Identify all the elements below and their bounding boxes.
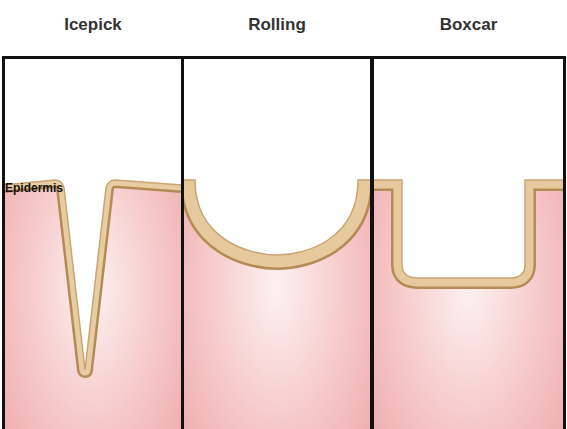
- rolling-scar: [182, 57, 372, 429]
- panel-heading: Icepick: [5, 15, 181, 35]
- icepick-scar: [3, 57, 182, 429]
- scar-panel: Boxcar: [371, 56, 566, 429]
- scar-panel: Rolling: [181, 56, 373, 429]
- panel-heading: Rolling: [184, 15, 370, 35]
- layer-label: Epidermis: [5, 181, 63, 195]
- panel-heading: Boxcar: [374, 15, 563, 35]
- scar-panel: Icepick: [2, 56, 184, 429]
- boxcar-scar: [372, 57, 565, 429]
